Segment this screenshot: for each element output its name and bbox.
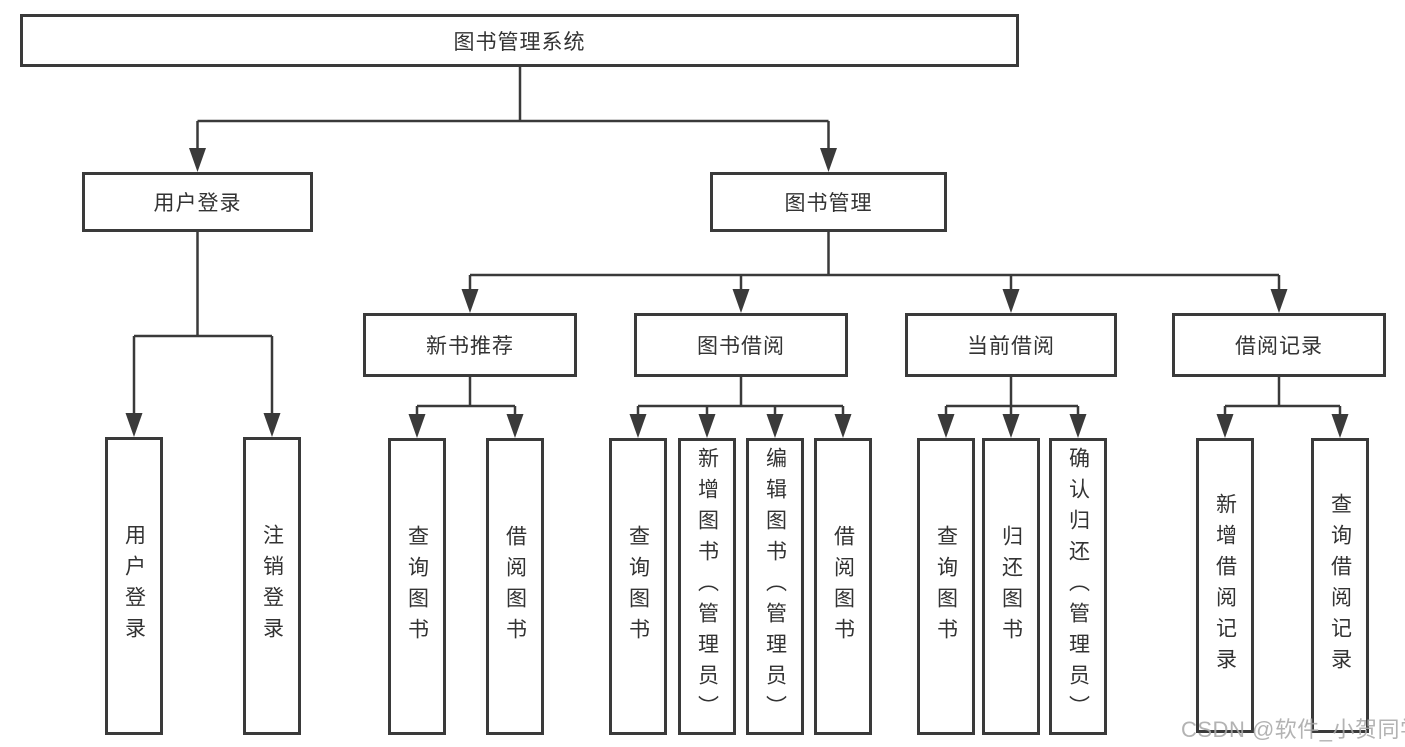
leaf-return-book: 归还图书 <box>982 438 1040 735</box>
connector-current-borrow-to-leaves <box>937 377 1087 438</box>
node-borrow-records: 借阅记录 <box>1172 313 1386 377</box>
leaf-query-borrow-record: 查询借阅记录 <box>1311 438 1369 733</box>
leaf-query-books-borrow: 查询图书 <box>609 438 667 735</box>
node-book-borrow-label: 图书借阅 <box>697 335 785 358</box>
leaf-borrow-books: 借阅图书 <box>814 438 872 735</box>
leaf-user-login: 用户登录 <box>105 437 163 735</box>
leaf-edit-book-admin: 编辑图书（管理员） <box>746 438 804 735</box>
node-user-login-label: 用户登录 <box>153 192 242 215</box>
leaf-add-book-admin-label: 新增图书（管理员） <box>695 447 719 726</box>
leaf-borrow-books-label: 借阅图书 <box>831 524 855 649</box>
node-new-book-recommend-label: 新书推荐 <box>426 335 514 358</box>
leaf-query-books-recommend: 查询图书 <box>388 438 446 735</box>
node-borrow-records-label: 借阅记录 <box>1235 335 1323 358</box>
leaf-query-books-recommend-label: 查询图书 <box>405 524 429 649</box>
leaf-return-book-label: 归还图书 <box>999 524 1023 649</box>
leaf-borrow-books-recommend-label: 借阅图书 <box>503 524 527 649</box>
leaf-edit-book-admin-label: 编辑图书（管理员） <box>763 447 787 726</box>
node-current-borrow: 当前借阅 <box>905 313 1117 377</box>
leaf-confirm-return-admin-label: 确认归还（管理员） <box>1066 447 1090 726</box>
node-book-mgmt: 图书管理 <box>710 172 947 232</box>
connector-book-borrow-to-leaves <box>629 377 852 438</box>
leaf-query-books-current: 查询图书 <box>917 438 975 735</box>
leaf-add-borrow-record: 新增借阅记录 <box>1196 438 1254 733</box>
node-book-borrow: 图书借阅 <box>634 313 848 377</box>
csdn-watermark: CSDN @软件_小贺同学 <box>1181 717 1405 742</box>
connector-user-login-to-leaves <box>125 232 281 437</box>
connector-book-mgmt-to-level3 <box>461 232 1288 313</box>
node-root-label: 图书管理系统 <box>453 30 586 54</box>
leaf-logout-label: 注销登录 <box>260 524 284 648</box>
connector-root-to-level2 <box>189 67 837 172</box>
node-user-login: 用户登录 <box>82 172 313 232</box>
node-root: 图书管理系统 <box>20 14 1019 67</box>
leaf-borrow-books-recommend: 借阅图书 <box>486 438 544 735</box>
connector-borrow-records-to-leaves <box>1216 377 1349 438</box>
leaf-query-borrow-record-label: 查询借阅记录 <box>1328 492 1352 679</box>
leaf-query-books-borrow-label: 查询图书 <box>626 524 650 649</box>
connector-new-book-to-leaves <box>408 377 524 438</box>
node-new-book-recommend: 新书推荐 <box>363 313 577 377</box>
leaf-user-login-label: 用户登录 <box>122 524 146 648</box>
leaf-add-borrow-record-label: 新增借阅记录 <box>1213 492 1237 679</box>
node-book-mgmt-label: 图书管理 <box>784 192 873 215</box>
leaf-logout: 注销登录 <box>243 437 301 735</box>
node-current-borrow-label: 当前借阅 <box>967 335 1055 358</box>
leaf-confirm-return-admin: 确认归还（管理员） <box>1049 438 1107 735</box>
leaf-add-book-admin: 新增图书（管理员） <box>678 438 736 735</box>
leaf-query-books-current-label: 查询图书 <box>934 524 958 649</box>
